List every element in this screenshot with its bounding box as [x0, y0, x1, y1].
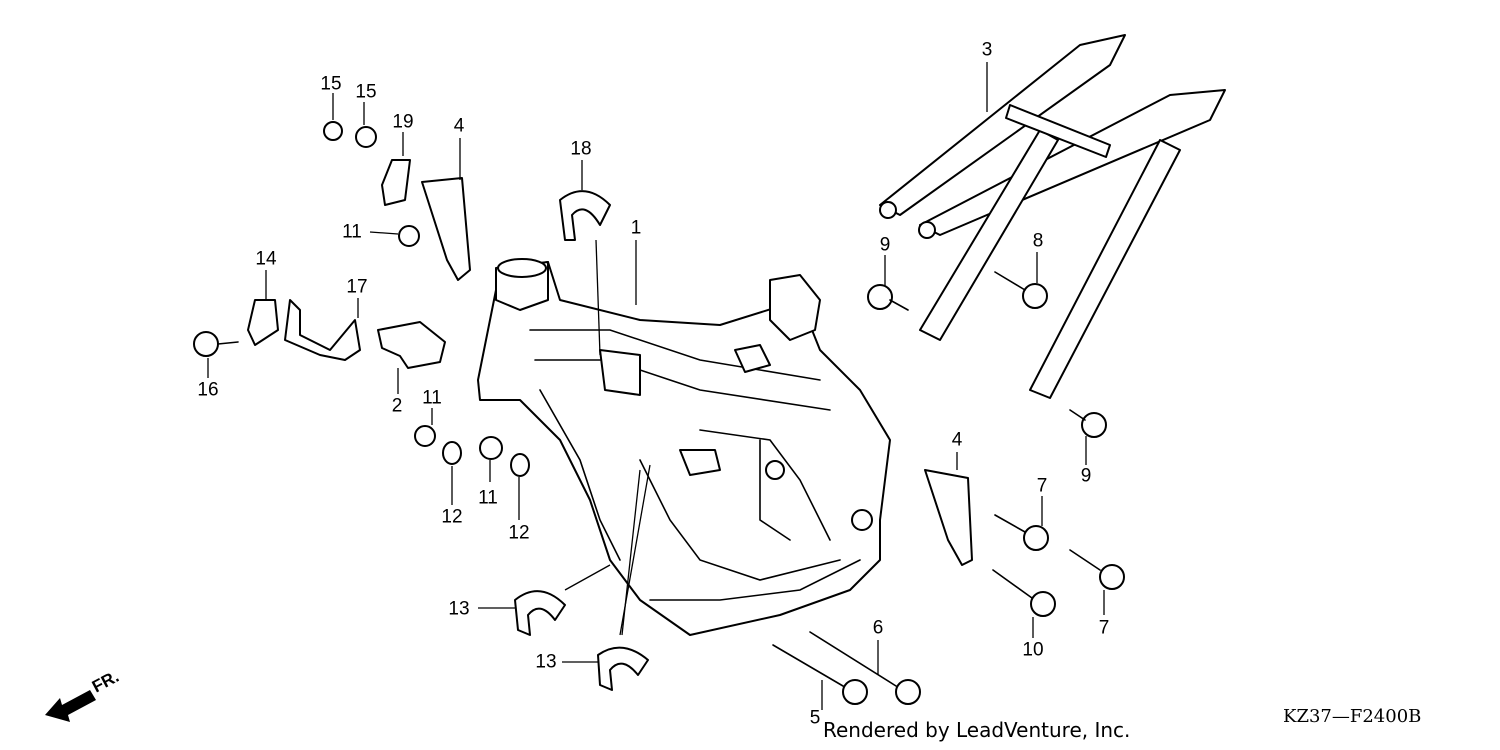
bolt-10-part[interactable] [992, 569, 1056, 617]
callout-4a[interactable]: 4 [453, 115, 465, 137]
callout-15a[interactable]: 15 [320, 73, 342, 95]
callout-12a[interactable]: 12 [441, 506, 463, 528]
callout-6[interactable]: 6 [872, 617, 884, 639]
callout-12b[interactable]: 12 [508, 522, 530, 544]
callout-9a[interactable]: 9 [879, 234, 891, 256]
render-credit: Rendered by LeadVenture, Inc. [823, 718, 1131, 742]
washer-12a-part[interactable] [442, 441, 462, 465]
diagram-code: KZ37—F2400B [1283, 706, 1422, 727]
bolt-5-part[interactable] [772, 644, 868, 705]
nut-11a-part[interactable] [398, 225, 420, 247]
bracket-part[interactable] [377, 321, 446, 369]
clamp-14-part[interactable] [247, 299, 279, 346]
band-13a-part[interactable] [514, 590, 566, 636]
main-frame-part[interactable] [477, 258, 891, 636]
callout-7b[interactable]: 7 [1098, 617, 1110, 639]
sub-frame-part[interactable] [879, 34, 1226, 399]
bolt-7a-part[interactable] [994, 514, 1049, 551]
clamp-stay-part[interactable] [284, 299, 361, 361]
front-direction-arrow [45, 690, 96, 722]
bolt-6-part[interactable] [809, 631, 921, 705]
bolt-9b-part[interactable] [1069, 409, 1107, 438]
callout-2[interactable]: 2 [391, 395, 403, 417]
engine-hanger-upper-part[interactable] [421, 177, 471, 281]
band-18-part[interactable] [559, 190, 611, 241]
callout-3[interactable]: 3 [981, 39, 993, 61]
bolt-8-part[interactable] [994, 271, 1048, 309]
callout-7a[interactable]: 7 [1036, 475, 1048, 497]
callout-11a[interactable]: 11 [342, 221, 362, 243]
callout-18[interactable]: 18 [570, 138, 592, 160]
callout-13b[interactable]: 13 [535, 651, 557, 673]
nut-15a-part[interactable] [323, 121, 343, 141]
washer-12b-part[interactable] [510, 453, 530, 477]
callout-11b[interactable]: 11 [422, 387, 442, 409]
callout-17[interactable]: 17 [346, 276, 368, 298]
callout-11c[interactable]: 11 [478, 487, 498, 509]
callout-8[interactable]: 8 [1032, 230, 1044, 252]
callout-13a[interactable]: 13 [448, 598, 470, 620]
engine-hanger-lower-part[interactable] [924, 469, 973, 566]
callout-1[interactable]: 1 [630, 217, 642, 239]
bolt-16-part[interactable] [193, 331, 239, 357]
bolt-9a-part[interactable] [867, 284, 909, 311]
callout-16[interactable]: 16 [197, 379, 219, 401]
clamp-19-part[interactable] [381, 159, 411, 206]
band-13b-part[interactable] [597, 646, 649, 691]
nut-15b-part[interactable] [355, 126, 377, 148]
callout-10[interactable]: 10 [1022, 639, 1044, 661]
callout-5[interactable]: 5 [809, 707, 821, 729]
callout-4b[interactable]: 4 [951, 429, 963, 451]
nut-11b-part[interactable] [414, 425, 436, 447]
leader-lines [207, 62, 1105, 710]
callout-9b[interactable]: 9 [1080, 465, 1092, 487]
callout-19[interactable]: 19 [392, 111, 414, 133]
callout-14[interactable]: 14 [255, 248, 277, 270]
bolt-7b-part[interactable] [1069, 549, 1125, 590]
nut-11c-part[interactable] [479, 436, 503, 460]
callout-15b[interactable]: 15 [355, 81, 377, 103]
